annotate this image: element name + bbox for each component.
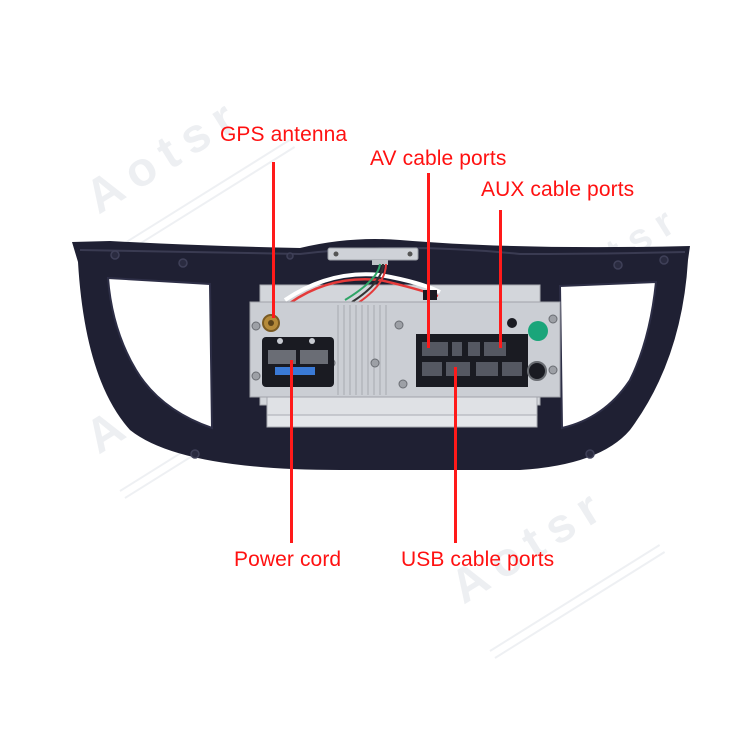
- top-bracket: [327, 247, 419, 261]
- usb-callout-line: [454, 367, 457, 543]
- aux-callout-line: [499, 210, 502, 348]
- frame-left-window: [108, 278, 212, 428]
- power-cord-label: Power cord: [234, 548, 342, 571]
- gps-callout-line: [272, 162, 275, 318]
- power-callout-line: [290, 360, 293, 543]
- usb-cable-ports-label: USB cable ports: [401, 548, 555, 571]
- av-cable-ports-label: AV cable ports: [370, 147, 507, 170]
- ant-badge: [528, 321, 548, 341]
- aux-cable-ports-label: AUX cable ports: [481, 178, 635, 201]
- av-callout-line: [427, 173, 430, 348]
- aux-round-port: [527, 361, 547, 381]
- av-usb-connector-block: [416, 334, 528, 387]
- power-fuse: [275, 367, 315, 375]
- gps-antenna-label: GPS antenna: [220, 123, 348, 146]
- frame-right-window: [560, 282, 656, 428]
